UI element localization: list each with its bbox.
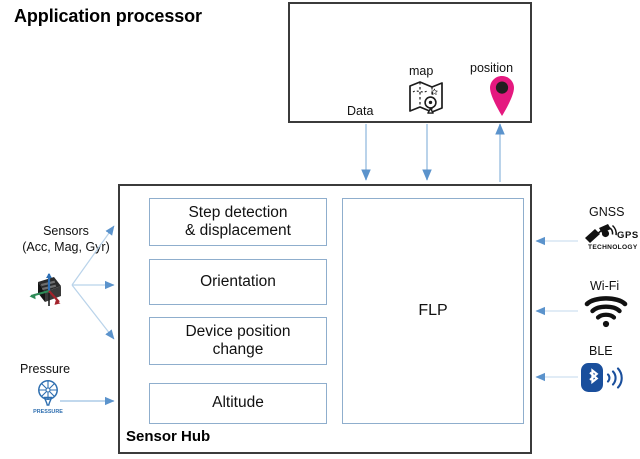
input-label-pressure: Pressure [20, 362, 71, 376]
application-processor-title: Application processor [14, 6, 202, 26]
input-label-sensors: Sensors (Acc, Mag, Gyr) [22, 224, 110, 254]
arrow-sensors-to-device-position [71, 284, 115, 340]
feature-box-step-detection[interactable]: Step detection & displacement [149, 198, 327, 246]
gps-icon-caption-secondary: TECHNOLOGY [588, 244, 638, 251]
flp-label: FLP [418, 302, 448, 319]
position-pin-icon [487, 74, 517, 123]
pressure-icon-caption: PRESSURE [33, 409, 63, 415]
imu-sensor-icon [24, 272, 74, 319]
pressure-sensor-icon: PRESSURE [28, 378, 68, 421]
flow-label-map: map [409, 64, 434, 78]
input-label-wifi: Wi-Fi [590, 279, 620, 293]
gps-icon-caption: GPS [617, 230, 638, 241]
flow-label-data: Data [347, 104, 374, 118]
bluetooth-icon [580, 361, 632, 400]
feature-label: Device position change [185, 322, 291, 358]
input-label-gnss: GNSS [589, 205, 625, 219]
feature-box-altitude[interactable]: Altitude [149, 383, 327, 424]
sensor-hub-title: Sensor Hub [126, 428, 211, 445]
flp-box[interactable]: FLP [342, 198, 524, 424]
flow-label-position: position [470, 61, 514, 75]
feature-label: Step detection & displacement [185, 203, 291, 239]
feature-box-orientation[interactable]: Orientation [149, 259, 327, 305]
wifi-icon [583, 293, 629, 334]
satellite-gps-icon: GPS TECHNOLOGY [583, 222, 638, 261]
feature-box-device-position-change[interactable]: Device position change [149, 317, 327, 365]
feature-label: Altitude [212, 394, 264, 412]
map-icon [408, 78, 444, 121]
feature-label: Orientation [200, 272, 276, 290]
input-label-ble: BLE [589, 344, 613, 358]
